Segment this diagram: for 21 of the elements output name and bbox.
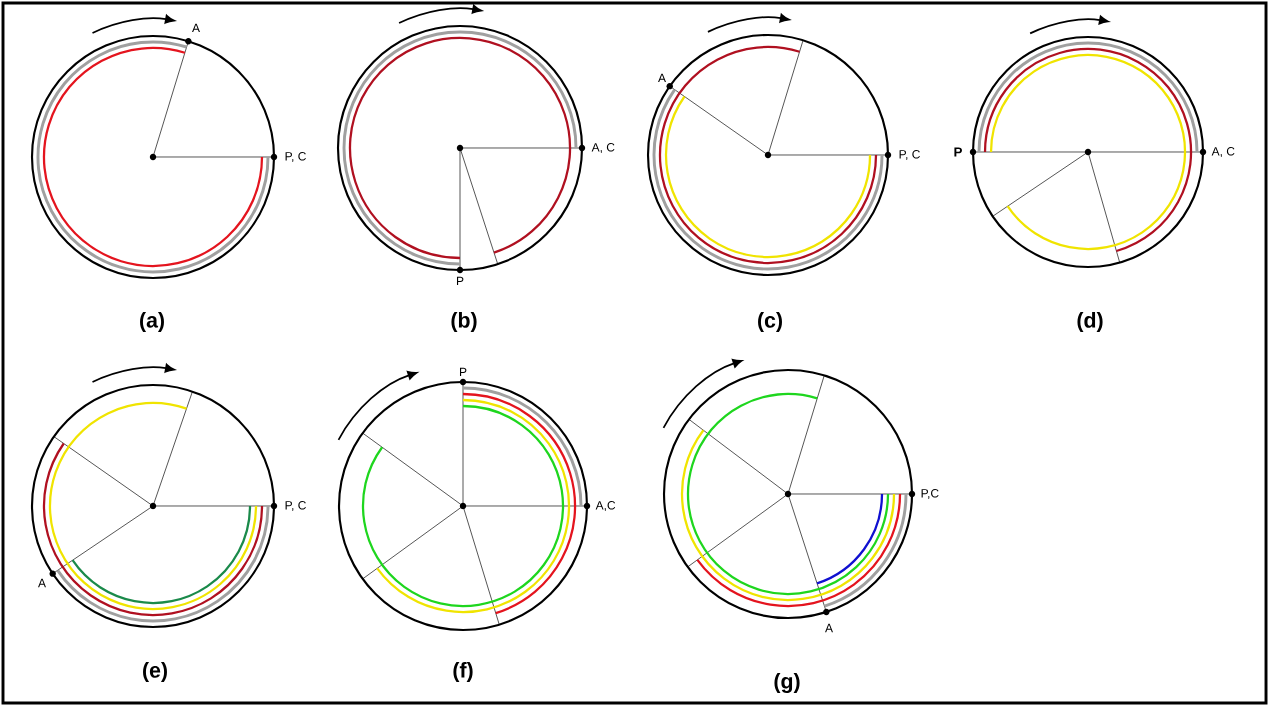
- point-label: P: [460, 367, 467, 377]
- point-label: P, C: [285, 152, 306, 162]
- point-label: P: [954, 147, 962, 157]
- panel-label: (a): [140, 312, 164, 332]
- point-label: P,C: [921, 489, 939, 499]
- point-label: A: [192, 23, 200, 33]
- point-label: P, C: [285, 501, 306, 511]
- panel-label: (f): [453, 662, 473, 682]
- point-label: P, C: [899, 150, 920, 160]
- panel-label: (d): [1077, 312, 1103, 332]
- point-label: A: [38, 578, 46, 588]
- point-label: A,C: [595, 501, 616, 511]
- panel-label: (c): [758, 312, 782, 332]
- point-label: A, C: [1211, 147, 1235, 157]
- point-label: P: [457, 276, 464, 286]
- point-label: A: [825, 623, 833, 633]
- panel-label: (g): [774, 673, 800, 693]
- point-label: A: [658, 73, 666, 83]
- panel-label: (e): [143, 662, 167, 682]
- panel-label: (b): [451, 312, 477, 332]
- point-label: A, C: [591, 143, 615, 153]
